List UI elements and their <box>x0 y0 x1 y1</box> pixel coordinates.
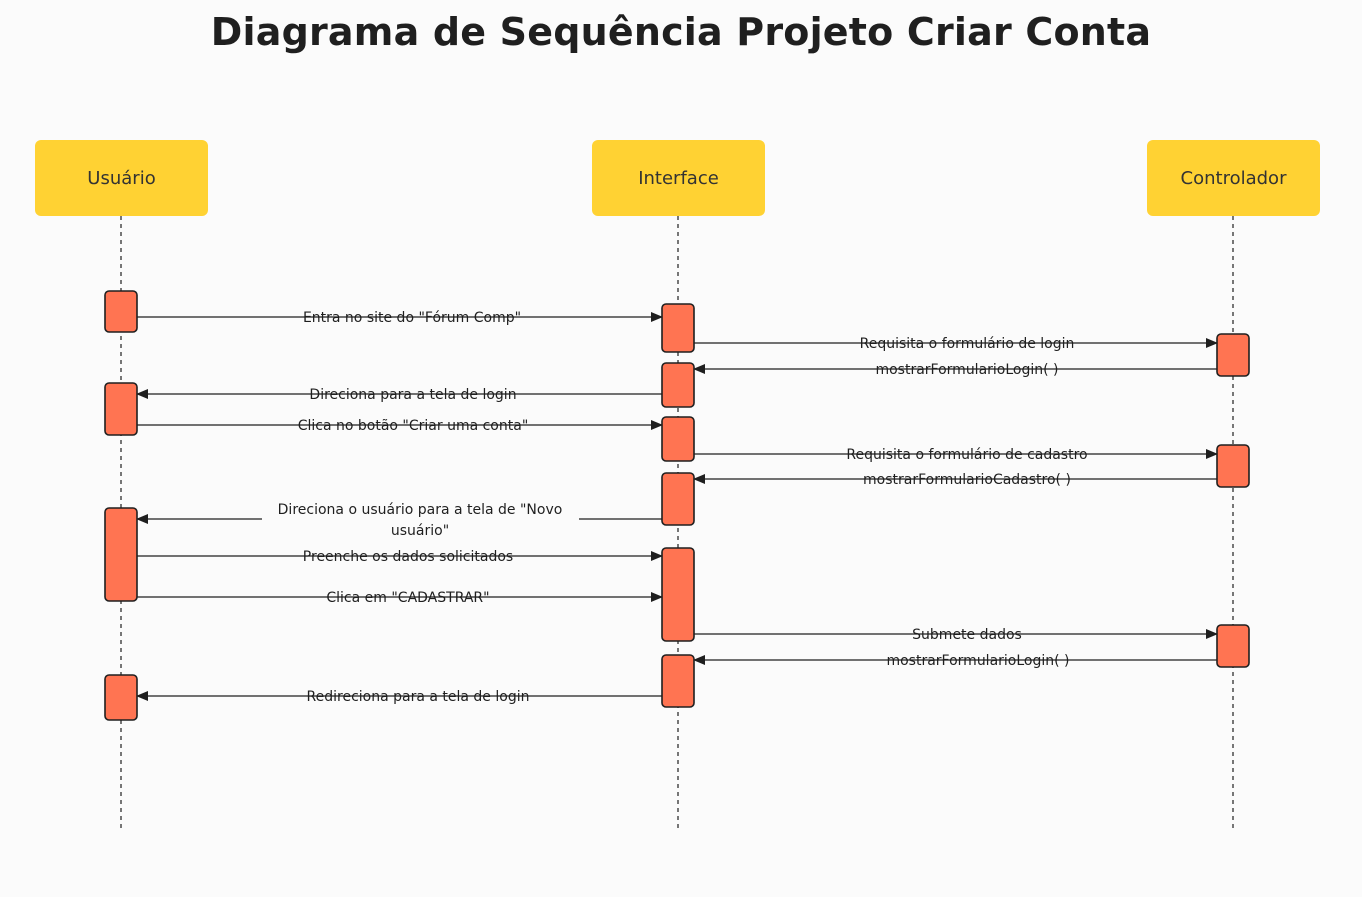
participant-usuario-label: Usuário <box>87 167 156 189</box>
activation-bar-usuario <box>104 382 138 436</box>
diagram-title: Diagrama de Sequência Projeto Criar Cont… <box>210 10 1152 54</box>
activation-bar-controlador <box>1216 444 1250 488</box>
message-label: Submete dados <box>912 627 1022 643</box>
message-label: Entra no site do "Fórum Comp" <box>303 310 521 326</box>
message-13: Redireciona para a tela de login <box>0 0 662 705</box>
activation-bar-interface <box>661 303 695 353</box>
activation-bar-controlador <box>1216 624 1250 668</box>
participant-interface-label: Interface <box>638 167 719 189</box>
message-5: Clica no botão "Criar uma conta" <box>0 0 663 434</box>
activation-bar-interface <box>661 362 695 408</box>
message-label: Direciona para a tela de login <box>309 387 516 403</box>
message-9: Preenche os dados solicitados <box>0 0 663 565</box>
message-7: mostrarFormularioCadastro( ) <box>0 0 1217 488</box>
participant-controlador: Controlador <box>1147 140 1320 216</box>
message-label: mostrarFormularioCadastro( ) <box>863 472 1071 488</box>
message-label: Direciona o usuário para a tela de "Novo… <box>278 502 563 539</box>
activation-bar-interface <box>661 416 695 462</box>
activation-bar-usuario <box>104 290 138 333</box>
message-label: Clica em "CADASTRAR" <box>326 590 489 606</box>
activation-bar-usuario <box>104 507 138 602</box>
message-label: Preenche os dados solicitados <box>303 549 513 565</box>
activation-bar-interface <box>661 654 695 708</box>
participant-controlador-label: Controlador <box>1180 167 1287 189</box>
message-12: mostrarFormularioLogin( ) <box>693 653 1217 669</box>
participant-interface: Interface <box>592 140 765 216</box>
message-label: Requisita o formulário de cadastro <box>846 447 1087 463</box>
message-label: mostrarFormularioLogin( ) <box>875 362 1058 378</box>
message-label: Redireciona para a tela de login <box>307 689 530 705</box>
activation-bar-interface <box>661 472 695 526</box>
activation-bar-interface <box>661 547 695 642</box>
activation-bar-controlador <box>1216 333 1250 377</box>
message-label: Clica no botão "Criar uma conta" <box>298 418 529 434</box>
message-label: mostrarFormularioLogin( ) <box>886 653 1069 669</box>
message-label: Requisita o formulário de login <box>860 336 1075 352</box>
message-11: Submete dados <box>694 627 1218 643</box>
activation-bar-usuario <box>104 674 138 721</box>
participant-usuario: Usuário <box>35 140 208 216</box>
message-8: Direciona o usuário para a tela de "Novo… <box>136 495 662 539</box>
